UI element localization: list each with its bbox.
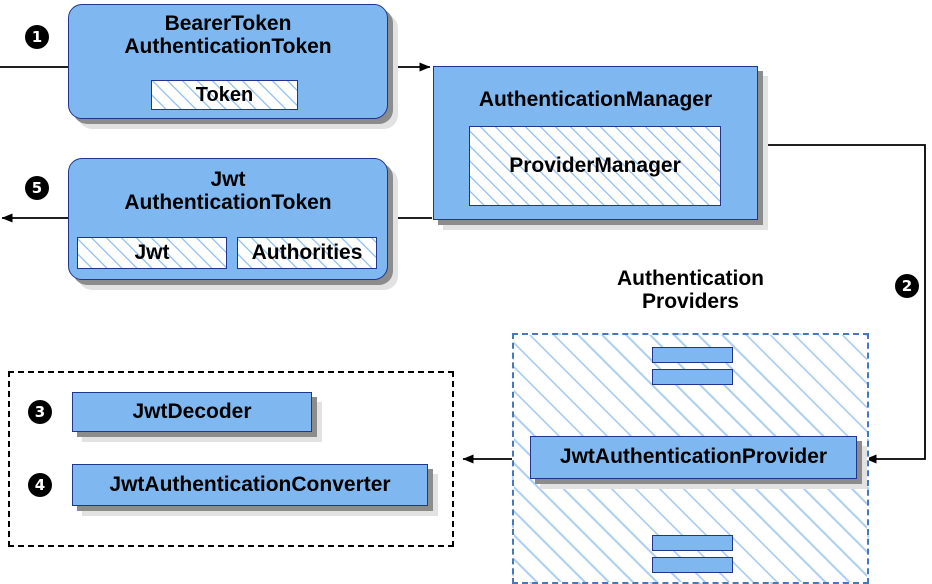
bearer-token-title: BearerToken AuthenticationToken <box>69 12 387 58</box>
node-jwt-inner[interactable]: Jwt <box>77 237 227 269</box>
authentication-manager-title: AuthenticationManager <box>478 88 713 111</box>
provider-stub-bar-bottom-2 <box>652 557 733 573</box>
jwt-token-title: Jwt AuthenticationToken <box>69 168 387 214</box>
authorities-inner-label: Authorities <box>251 241 363 264</box>
step-bullet-2: 2 <box>895 274 919 298</box>
provider-stub-bar-top-2 <box>652 369 733 385</box>
step-bullet-3-number: 3 <box>34 402 46 421</box>
authentication-providers-caption: Authentication Providers <box>553 267 828 313</box>
step-bullet-4-number: 4 <box>34 475 46 494</box>
step-bullet-4: 4 <box>28 473 52 497</box>
jwt-decoder-label: JwtDecoder <box>132 399 252 423</box>
provider-stub-bar-bottom-1 <box>652 535 733 551</box>
authentication-providers-caption-line1: Authentication <box>617 267 764 290</box>
provider-manager-label: ProviderManager <box>509 154 681 177</box>
node-authorities-inner[interactable]: Authorities <box>237 237 377 269</box>
jwt-authentication-converter-label: JwtAuthenticationConverter <box>109 472 391 496</box>
step-bullet-1: 1 <box>25 25 49 49</box>
step-bullet-5: 5 <box>25 176 49 200</box>
step-bullet-1-number: 1 <box>31 27 43 46</box>
node-jwt-authentication-provider[interactable]: JwtAuthenticationProvider <box>530 436 857 479</box>
jwt-token-title-line2: AuthenticationToken <box>124 190 332 214</box>
jwt-authentication-provider-label: JwtAuthenticationProvider <box>559 445 828 469</box>
bearer-token-title-line2: AuthenticationToken <box>124 34 332 58</box>
provider-stub-bar-top-1 <box>652 347 733 363</box>
step-bullet-2-number: 2 <box>901 276 913 295</box>
node-jwt-authentication-converter[interactable]: JwtAuthenticationConverter <box>72 464 428 506</box>
bearer-token-title-line1: BearerToken <box>164 12 292 35</box>
authentication-providers-caption-line2: Providers <box>642 290 739 314</box>
node-token-inner[interactable]: Token <box>151 80 298 110</box>
jwt-inner-label: Jwt <box>134 241 170 264</box>
step-bullet-5-number: 5 <box>31 178 43 197</box>
node-provider-manager-inner[interactable]: ProviderManager <box>469 126 721 206</box>
token-inner-label: Token <box>195 83 254 106</box>
jwt-collaborators-region <box>8 371 454 547</box>
node-jwt-decoder[interactable]: JwtDecoder <box>72 392 312 432</box>
step-bullet-3: 3 <box>28 400 52 424</box>
jwt-token-title-line1: Jwt <box>210 168 246 191</box>
